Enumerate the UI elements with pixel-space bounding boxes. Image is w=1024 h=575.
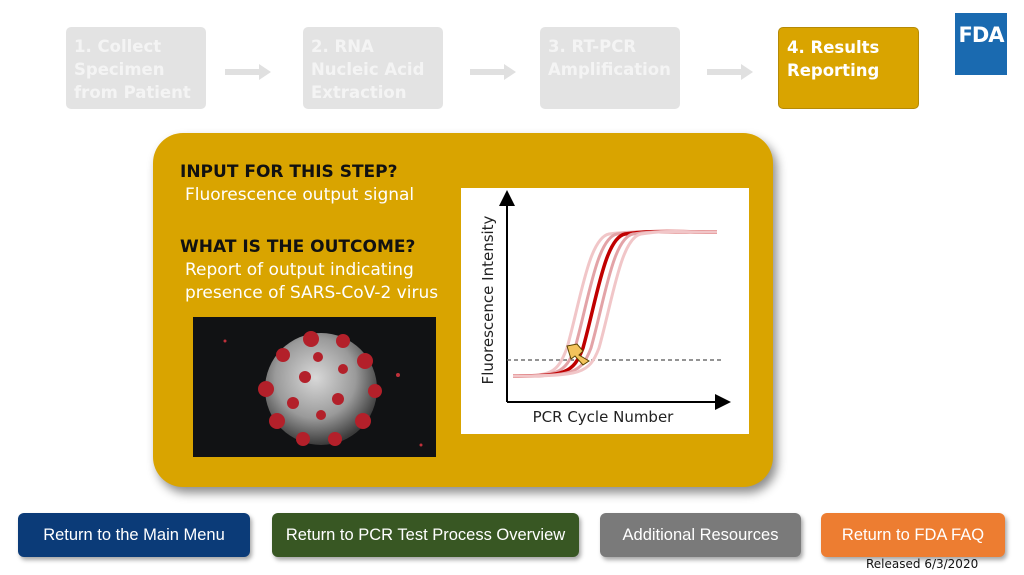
coronavirus-image <box>193 317 436 457</box>
step-collect-specimen[interactable]: 1. Collect Specimen from Patient <box>66 27 206 109</box>
input-heading: INPUT FOR THIS STEP? <box>180 162 398 182</box>
arrow-right-icon <box>470 64 516 80</box>
step-results-reporting[interactable]: 4. Results Reporting <box>778 27 919 109</box>
step-rna-extraction[interactable]: 2. RNA Nucleic Acid Extraction <box>303 27 443 109</box>
main-menu-button[interactable]: Return to the Main Menu <box>18 513 250 557</box>
fda-logo-text: FDA <box>958 23 1004 47</box>
graph-ylabel: Fluorescence Intensity <box>479 215 497 384</box>
release-date: Released 6/3/2020 <box>866 557 979 571</box>
additional-resources-button[interactable]: Additional Resources <box>600 513 801 557</box>
input-text: Fluorescence output signal <box>185 185 415 205</box>
fda-faq-button[interactable]: Return to FDA FAQ <box>821 513 1005 557</box>
outcome-text-line1: Report of output indicating <box>185 260 414 280</box>
pcr-amplification-graph: PCR Cycle Number Fluorescence Intensity <box>461 188 749 434</box>
step-rt-pcr[interactable]: 3. RT-PCR Amplification <box>540 27 680 109</box>
fda-logo: FDA <box>955 13 1007 75</box>
arrow-right-icon <box>707 64 753 80</box>
outcome-heading: WHAT IS THE OUTCOME? <box>180 237 416 257</box>
graph-xlabel: PCR Cycle Number <box>533 408 675 426</box>
outcome-text-line2: presence of SARS-CoV-2 virus <box>185 283 439 303</box>
pcr-overview-button[interactable]: Return to PCR Test Process Overview <box>272 513 579 557</box>
arrow-right-icon <box>225 64 271 80</box>
